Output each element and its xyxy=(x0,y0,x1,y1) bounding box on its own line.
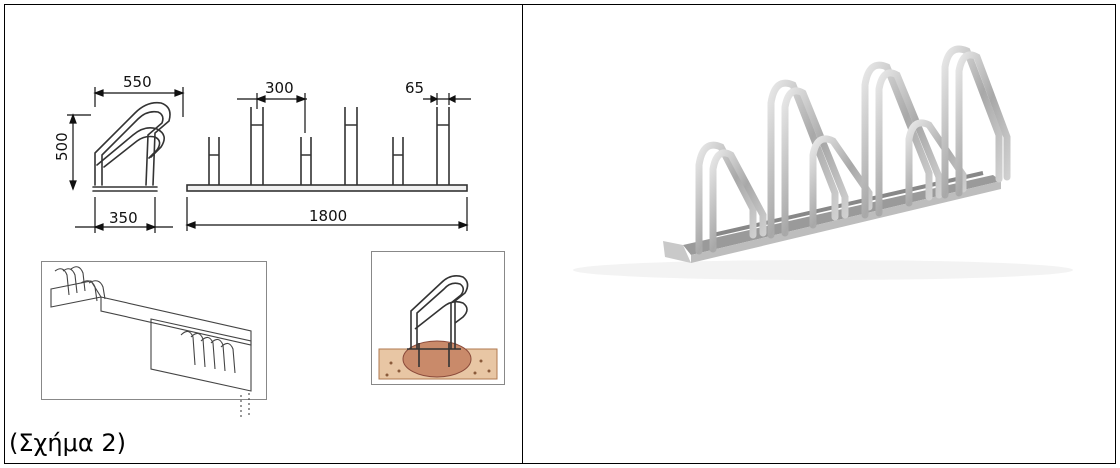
bike-rack-photo xyxy=(573,45,1073,280)
technical-drawing-cell: 550 500 350 xyxy=(5,5,523,463)
dimension-drawing: 550 500 350 xyxy=(53,73,471,233)
dim-spacing: 300 xyxy=(265,79,294,97)
dim-depth: 350 xyxy=(109,209,138,227)
dim-total-length: 1800 xyxy=(309,207,347,225)
foundation-detail-drawing xyxy=(371,251,505,385)
product-photo-cell xyxy=(523,5,1115,463)
dim-height: 500 xyxy=(53,132,71,161)
isometric-layout-drawing xyxy=(41,261,267,417)
figure-table: 550 500 350 xyxy=(4,4,1116,464)
dim-width-top: 550 xyxy=(123,73,152,91)
figure-caption: (Σχήμα 2) xyxy=(9,429,126,457)
dim-tube-gap: 65 xyxy=(405,79,424,97)
